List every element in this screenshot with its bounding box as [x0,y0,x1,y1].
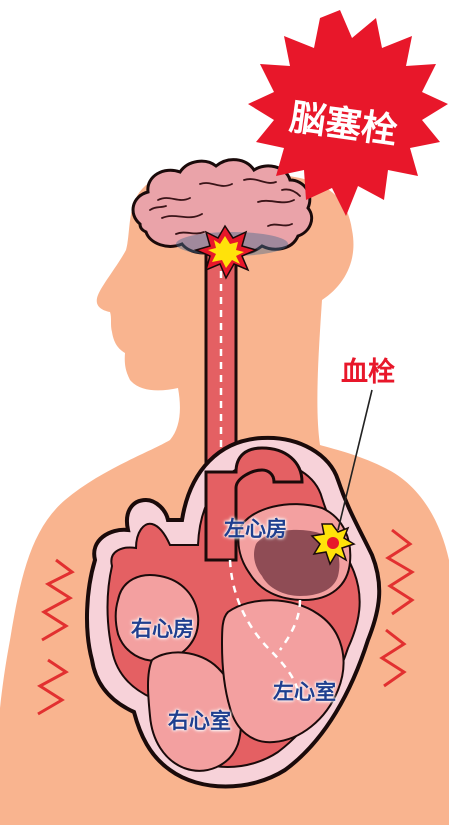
clot-core [327,537,339,549]
carotid-artery [206,250,236,472]
left-atrium-label: 左心房 [224,513,287,543]
right-ventricle-label: 右心室 [168,705,231,735]
left-ventricle-label: 左心室 [273,676,336,706]
carotid-vessel [206,250,236,472]
embolus-label: 血栓 [341,350,395,389]
right-atrium-label: 右心房 [131,613,194,643]
